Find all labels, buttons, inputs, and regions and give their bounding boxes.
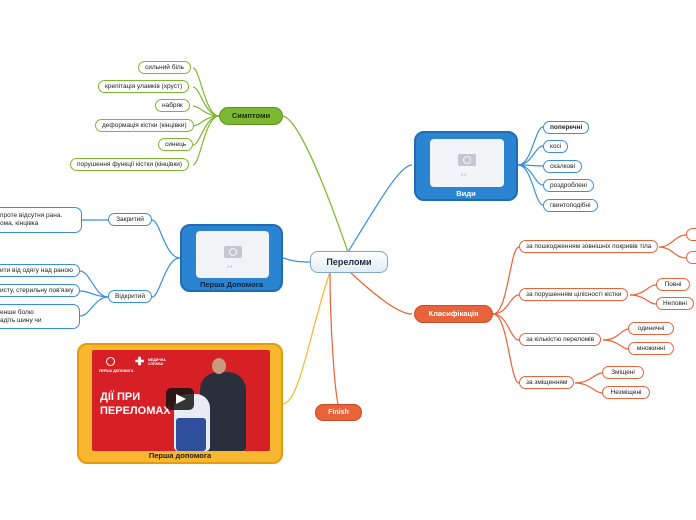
dots-icon: •• [227, 265, 234, 271]
video-thumbnail[interactable]: ПЕРША ДОПОМОГА ✚ МЕДИЧНА СЛУЖБА ДІЇ ПРИ … [92, 350, 270, 451]
open-fracture[interactable]: Відкритий [108, 290, 152, 303]
type-item[interactable]: скалкові [543, 160, 583, 173]
classification-topic[interactable]: Класифікація [414, 305, 493, 323]
cross-icon: ✚ [135, 356, 145, 368]
type-item[interactable]: гвинтоподібні [543, 199, 598, 212]
type-item[interactable]: косі [543, 140, 569, 153]
logo-icon [106, 357, 115, 366]
open-fracture-note[interactable]: ити від одягу над раною [0, 264, 80, 277]
classification-subitem[interactable]: одиничні [628, 322, 674, 335]
classification-subitem[interactable] [686, 251, 696, 264]
symptom-item[interactable]: деформація кістки (кінцівки) [95, 119, 194, 132]
closed-fracture-note[interactable]: проте відсутня рана. ома, кінцівка [0, 207, 82, 233]
open-fracture-note[interactable]: енше болю адіть шину чи [0, 304, 80, 329]
classification-subitem[interactable]: Повні [656, 278, 690, 291]
classification-subitem[interactable]: Зміщені [602, 366, 644, 379]
classification-subitem[interactable]: Незміщені [602, 386, 650, 399]
finish-topic[interactable]: Finish [315, 404, 362, 421]
logo-left-text: ПЕРША ДОПОМОГА [99, 369, 134, 373]
types-topic[interactable]: •• Види [414, 131, 518, 201]
open-fracture-note[interactable]: исту, стерильну пов'язку [0, 284, 80, 297]
classification-subitem[interactable] [686, 228, 696, 241]
classification-subitem[interactable]: Неповні [656, 297, 694, 310]
symptoms-topic[interactable]: Симптоми [219, 107, 283, 125]
video-headline-line1: ДІЇ ПРИ [100, 391, 141, 403]
types-title: Види [456, 189, 476, 198]
first-aid-title: Перша Допомога [199, 280, 263, 289]
play-icon [176, 394, 186, 404]
symptom-item[interactable]: сильний біль [138, 61, 192, 74]
classification-subitem[interactable]: множинні [628, 342, 674, 355]
patient-vest [176, 418, 206, 451]
camera-icon [224, 246, 242, 258]
classification-group[interactable]: за кількістю переломів [519, 333, 602, 346]
central-topic[interactable]: Переломи [310, 251, 388, 273]
image-placeholder: •• [196, 231, 269, 278]
camera-icon [458, 154, 476, 166]
classification-group[interactable]: за зміщенням [519, 376, 575, 389]
closed-fracture[interactable]: Закритий [108, 213, 152, 226]
type-item[interactable]: роздроблені [543, 179, 594, 192]
classification-group[interactable]: за пошкодженням зовнішніх покривів тіла [519, 240, 659, 253]
rescuer-head [212, 358, 226, 374]
first-aid-topic[interactable]: •• Перша Допомога [180, 224, 283, 292]
symptom-item[interactable]: синець [158, 138, 194, 151]
video-topic[interactable]: ПЕРША ДОПОМОГА ✚ МЕДИЧНА СЛУЖБА ДІЇ ПРИ … [77, 343, 283, 464]
classification-group[interactable]: за порушенням цілісності кістки [519, 288, 629, 301]
type-item[interactable]: поперечні [543, 121, 590, 134]
video-title: Перша допомога [148, 451, 212, 460]
symptom-item[interactable]: набряк [155, 99, 190, 112]
symptom-item[interactable]: порушення функції кістки (кінцівки) [70, 158, 190, 171]
video-headline-line2: ПЕРЕЛОМАХ [100, 405, 171, 417]
logo-right-text: МЕДИЧНА СЛУЖБА [148, 358, 166, 367]
symptom-item[interactable]: крепітація уламків (хруст) [98, 80, 190, 93]
dots-icon: •• [461, 173, 468, 179]
play-button[interactable] [166, 388, 194, 410]
image-placeholder: •• [430, 139, 504, 187]
